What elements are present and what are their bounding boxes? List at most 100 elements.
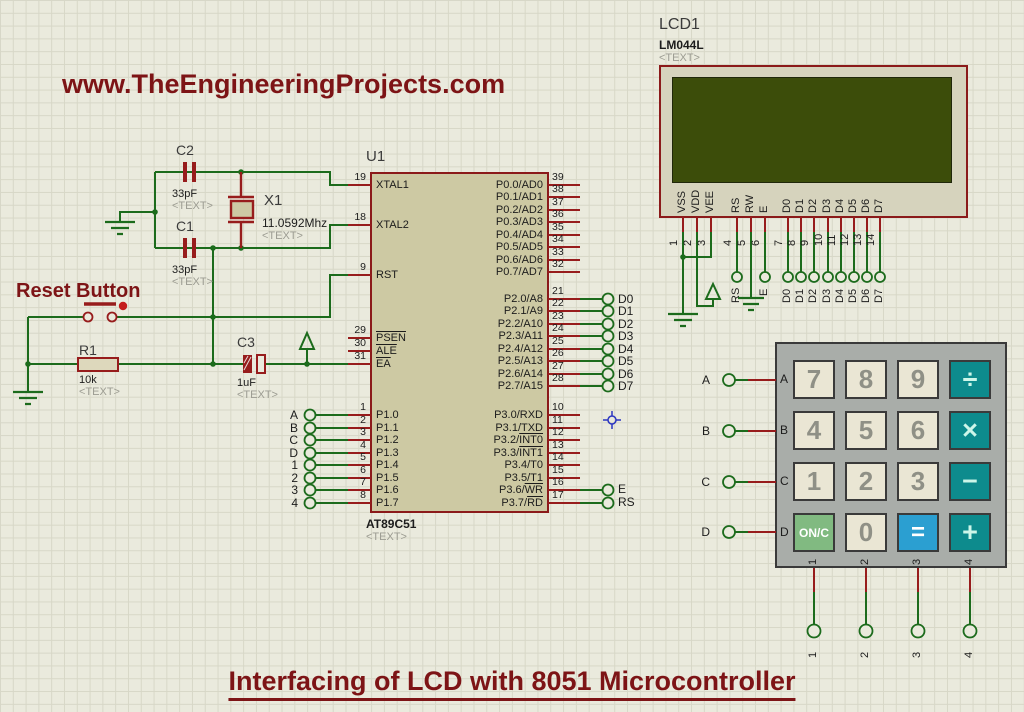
- pin-label: P2.7/A15: [497, 380, 543, 392]
- ground-symbol[interactable]: [13, 220, 764, 406]
- pin-number: 31: [354, 350, 366, 362]
- pin-number: 26: [552, 347, 564, 359]
- keypad-row-label: D: [780, 525, 789, 539]
- pin-label: P3.6/WR: [498, 484, 543, 496]
- lcd-pin-label: D4: [834, 198, 846, 213]
- pin-number: 34: [552, 233, 564, 245]
- keypad-key-onc[interactable]: ON/C: [793, 513, 835, 552]
- terminal-label: RS: [618, 495, 635, 509]
- pin-number: 25: [552, 335, 564, 347]
- lcd-part-name: LM044L: [659, 38, 704, 52]
- lcd-pin-number: 8: [786, 239, 798, 246]
- r1-designator: R1: [79, 342, 97, 358]
- capacitor-c1[interactable]: [183, 238, 196, 258]
- lcd-pin-number: 9: [799, 239, 811, 246]
- pin-label: P2.5/A13: [497, 355, 543, 367]
- crystal-x1[interactable]: [228, 172, 255, 248]
- lcd-pin-number: 10: [813, 233, 825, 246]
- pin-label: P3.4/T0: [504, 459, 543, 471]
- terminal-label: C: [289, 433, 298, 447]
- lcd-pin-number: 4: [722, 239, 734, 246]
- keypad-key-1[interactable]: 1: [793, 462, 835, 501]
- terminal-label: D1: [794, 288, 806, 303]
- terminal-circles[interactable]: [303, 271, 978, 639]
- keypad-col-label: 1: [807, 558, 819, 565]
- pin-number: 12: [552, 426, 564, 438]
- keypad-key-4[interactable]: 4: [793, 411, 835, 450]
- capacitor-c3[interactable]: [243, 354, 266, 374]
- pin-label: P2.2/A10: [497, 318, 543, 330]
- pin-number: 39: [552, 171, 564, 183]
- keypad-key-5[interactable]: 5: [845, 411, 887, 450]
- keypad-key-minus[interactable]: −: [949, 462, 991, 501]
- c3-designator: C3: [237, 334, 255, 350]
- mcu-chip-body[interactable]: [370, 172, 549, 513]
- pin-label: P3.7/RD: [501, 497, 543, 509]
- pin-label: P1.3: [376, 447, 399, 459]
- pin-number: 13: [552, 439, 564, 451]
- lcd-screen: [672, 77, 952, 183]
- pin-number: 15: [552, 464, 564, 476]
- button-actuator-dot: [118, 301, 128, 311]
- pin-label: P1.0: [376, 409, 399, 421]
- keypad-key-0[interactable]: 0: [845, 513, 887, 552]
- terminal-label: 3: [291, 483, 298, 497]
- terminal-label: 3: [911, 651, 923, 658]
- pin-label: P0.4/AD4: [495, 229, 543, 241]
- keypad-key-multiply[interactable]: ×: [949, 411, 991, 450]
- c2-value: 33pF: [172, 188, 198, 200]
- terminal-label: A: [701, 373, 710, 387]
- pin-number: 10: [552, 401, 564, 413]
- terminal-label: 2: [291, 471, 298, 485]
- pin-number: 28: [552, 372, 564, 384]
- terminal-label: D3: [821, 288, 833, 303]
- terminal-label: D: [701, 525, 710, 539]
- lcd-pin-label: D7: [873, 198, 885, 213]
- pin-stubs[interactable]: [348, 184, 971, 592]
- pin-label: P3.3/INT1: [493, 447, 543, 459]
- pin-label: EA: [376, 358, 391, 370]
- keypad-key-8[interactable]: 8: [845, 360, 887, 399]
- keypad-key-6[interactable]: 6: [897, 411, 939, 450]
- terminal-label: D6: [860, 288, 872, 303]
- wire-reset-rst: [116, 274, 348, 318]
- keypad-key-2[interactable]: 2: [845, 462, 887, 501]
- c1-value: 33pF: [172, 264, 198, 276]
- keypad-row-label: C: [780, 474, 789, 488]
- pin-label: P0.5/AD5: [495, 241, 543, 253]
- lcd-pin-label: D2: [807, 198, 819, 213]
- lcd-pin-label: D3: [821, 198, 833, 213]
- pin-label: P1.5: [376, 472, 399, 484]
- terminal-label: D4: [834, 288, 846, 303]
- keypad-key-3[interactable]: 3: [897, 462, 939, 501]
- p in-number: 38: [552, 183, 564, 195]
- keypad-key-9[interactable]: 9: [897, 360, 939, 399]
- pin-number: 1: [360, 401, 366, 413]
- keypad-row-label: A: [780, 372, 789, 386]
- pin-number: 36: [552, 208, 564, 220]
- x1-placeholder: <TEXT>: [262, 230, 303, 242]
- lcd-pin-label: D5: [847, 198, 859, 213]
- pin-label: P0.7/AD7: [495, 266, 543, 278]
- pin-number: 35: [552, 221, 564, 233]
- power-arrow[interactable]: [298, 281, 722, 350]
- resistor-r1[interactable]: [77, 357, 119, 372]
- keypad-key-7[interactable]: 7: [793, 360, 835, 399]
- keypad-key-plus[interactable]: +: [949, 513, 991, 552]
- reset-button-heading: Reset Button: [16, 280, 141, 302]
- chip-designator: U1: [366, 148, 386, 165]
- keypad-key-divide[interactable]: ÷: [949, 360, 991, 399]
- lcd-designator: LCD1: [659, 16, 700, 33]
- pin-label: P3.0/RXD: [494, 409, 543, 421]
- terminal-label: B: [701, 424, 710, 438]
- pin-number: 30: [354, 337, 366, 349]
- r1-value: 10k: [79, 374, 97, 386]
- keypad-key-equals[interactable]: =: [897, 513, 939, 552]
- pin-number: 27: [552, 360, 564, 372]
- terminal-label: D2: [618, 317, 634, 331]
- terminal-label: D5: [847, 288, 859, 303]
- pin-label: P3.5/T1: [504, 472, 543, 484]
- capacitor-c2[interactable]: [183, 162, 196, 182]
- push-button[interactable]: [82, 301, 128, 323]
